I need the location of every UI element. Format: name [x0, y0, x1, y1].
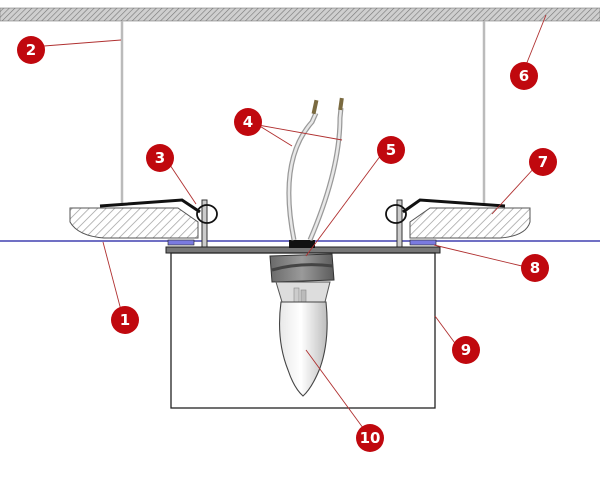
callout-bubble-7	[529, 148, 557, 176]
callout-bubble-4	[234, 108, 262, 136]
wire-tip-left	[311, 99, 319, 115]
callout-10: 10	[356, 424, 384, 452]
callout-bubble-6	[510, 62, 538, 90]
callout-5: 5	[377, 136, 405, 164]
leader-line-1	[102, 241, 123, 315]
leader-line-5	[305, 154, 382, 257]
callout-label-7: 7	[538, 153, 548, 171]
callout-label-2: 2	[26, 41, 36, 59]
callout-label-8: 8	[530, 259, 540, 277]
callout-bubble-5	[377, 136, 405, 164]
callout-label-6: 6	[519, 67, 529, 85]
clip-post-right	[396, 199, 403, 251]
lamp-holder-ring	[269, 253, 335, 283]
callout-bubble-2	[17, 36, 45, 64]
leader-line-4a	[257, 124, 293, 147]
callout-7: 7	[529, 148, 557, 176]
callout-bubble-10	[356, 424, 384, 452]
leader-line-8	[433, 244, 527, 268]
ceiling-panel-right	[409, 207, 531, 239]
clip-spring-left	[196, 204, 218, 224]
leader-line-3	[169, 164, 197, 205]
callout-3: 3	[146, 144, 174, 172]
lamp-holder-ring-highlight	[271, 263, 334, 272]
leader-lines	[43, 14, 547, 433]
leader-line-4b	[257, 124, 343, 141]
callout-bubble-1	[111, 306, 139, 334]
ceiling-panel-left	[69, 207, 199, 239]
supply-wire-right	[307, 107, 344, 241]
supply-wire-left-core	[287, 112, 318, 241]
callout-1: 1	[111, 306, 139, 334]
gasket-right	[409, 239, 437, 246]
callout-9: 9	[452, 336, 480, 364]
spring-clip-right	[402, 198, 506, 214]
gasket-left	[167, 239, 195, 246]
terminal-block	[289, 240, 315, 248]
callout-label-5: 5	[386, 141, 396, 159]
callout-2: 2	[17, 36, 45, 64]
leader-line-6	[523, 14, 547, 71]
callout-4: 4	[234, 108, 262, 136]
callout-label-3: 3	[155, 149, 165, 167]
callout-label-10: 10	[360, 429, 381, 447]
ceiling-slab	[0, 7, 600, 22]
spring-clip-left	[99, 198, 201, 214]
leader-line-10	[305, 349, 367, 433]
supply-wire-left	[286, 111, 319, 241]
callout-label-9: 9	[461, 341, 471, 359]
supply-wire-right-core	[308, 107, 343, 241]
wire-tip-right	[338, 97, 344, 111]
callout-bubble-3	[146, 144, 174, 172]
callout-layer: 1 2 3 4 5 6 7 8 9 10	[17, 36, 557, 452]
callout-8: 8	[521, 254, 549, 282]
clip-post-left	[201, 199, 208, 251]
leader-line-2	[43, 39, 122, 47]
callout-6: 6	[510, 62, 538, 90]
leader-line-7	[491, 165, 537, 215]
clip-spring-right	[385, 204, 407, 224]
reflector-lamp	[279, 301, 328, 397]
callout-label-4: 4	[243, 113, 253, 131]
callout-bubble-8	[521, 254, 549, 282]
callout-bubble-9	[452, 336, 480, 364]
callout-label-1: 1	[120, 311, 130, 329]
